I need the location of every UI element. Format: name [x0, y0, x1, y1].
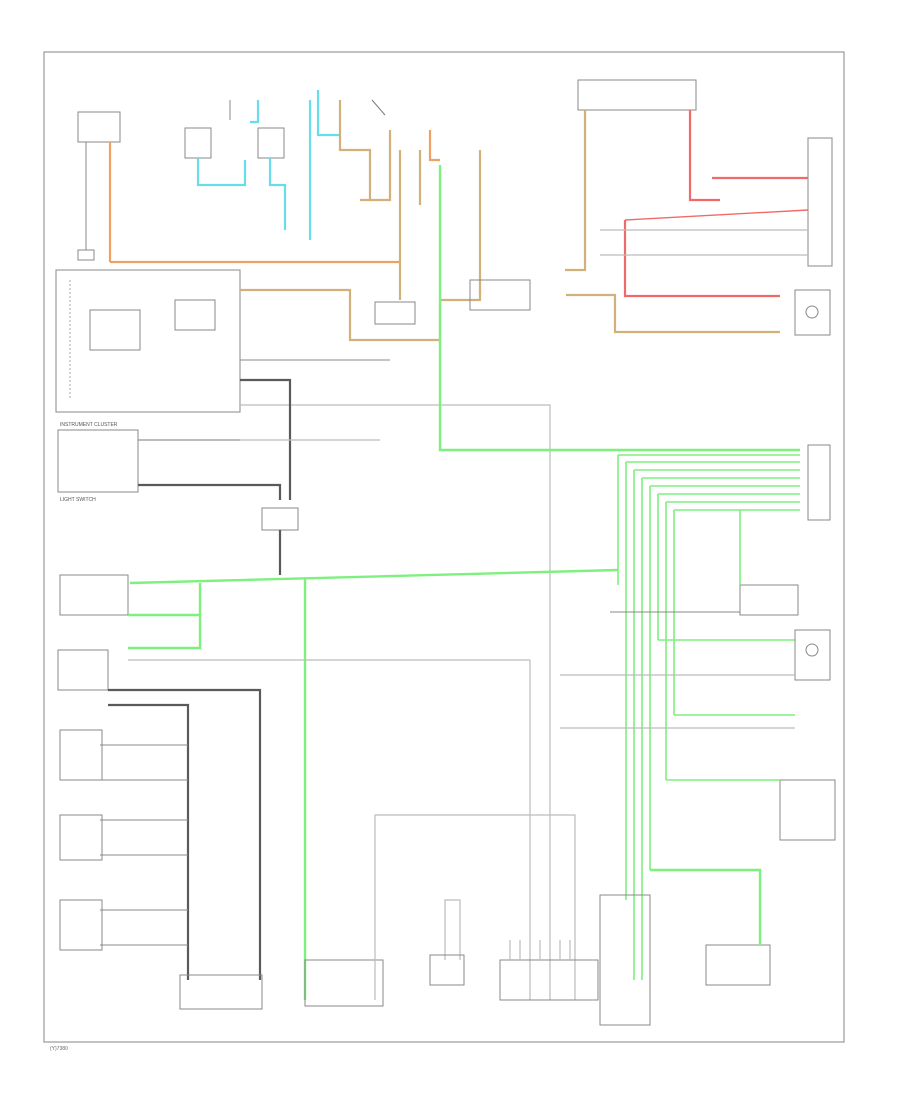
mid-relay: [469, 279, 531, 311]
left-module-2: [57, 649, 109, 691]
dark-harness: [108, 688, 262, 980]
diagram-frame: [43, 51, 845, 1043]
bottom-module-1: [179, 974, 263, 1010]
instrument-cluster-box: [55, 269, 241, 413]
top-tan-circuits: [338, 99, 482, 300]
cluster-tan-wire: [240, 288, 482, 342]
top-right-unit: [565, 79, 833, 336]
mid-connector: [374, 301, 416, 325]
green-left-run: [129, 568, 619, 585]
left-module-1: [59, 574, 129, 616]
green-bus-main: [438, 165, 800, 452]
top-left-sensor: [77, 111, 400, 264]
dimmer-unit: [261, 507, 299, 531]
light-switch-label: LIGHT SWITCH: [60, 497, 96, 503]
top-cyan-circuits: [184, 90, 340, 240]
bottom-connector: [499, 959, 599, 1001]
bottom-right-unit: [599, 894, 651, 1026]
bottom-module-2: [304, 959, 384, 1007]
page-reference: (Y)7380: [50, 1046, 68, 1052]
right-connector-block: [807, 444, 831, 521]
light-switch-box: [57, 429, 380, 500]
instrument-cluster-label: INSTRUMENT CLUSTER: [60, 422, 118, 428]
seat-module: [705, 944, 771, 986]
